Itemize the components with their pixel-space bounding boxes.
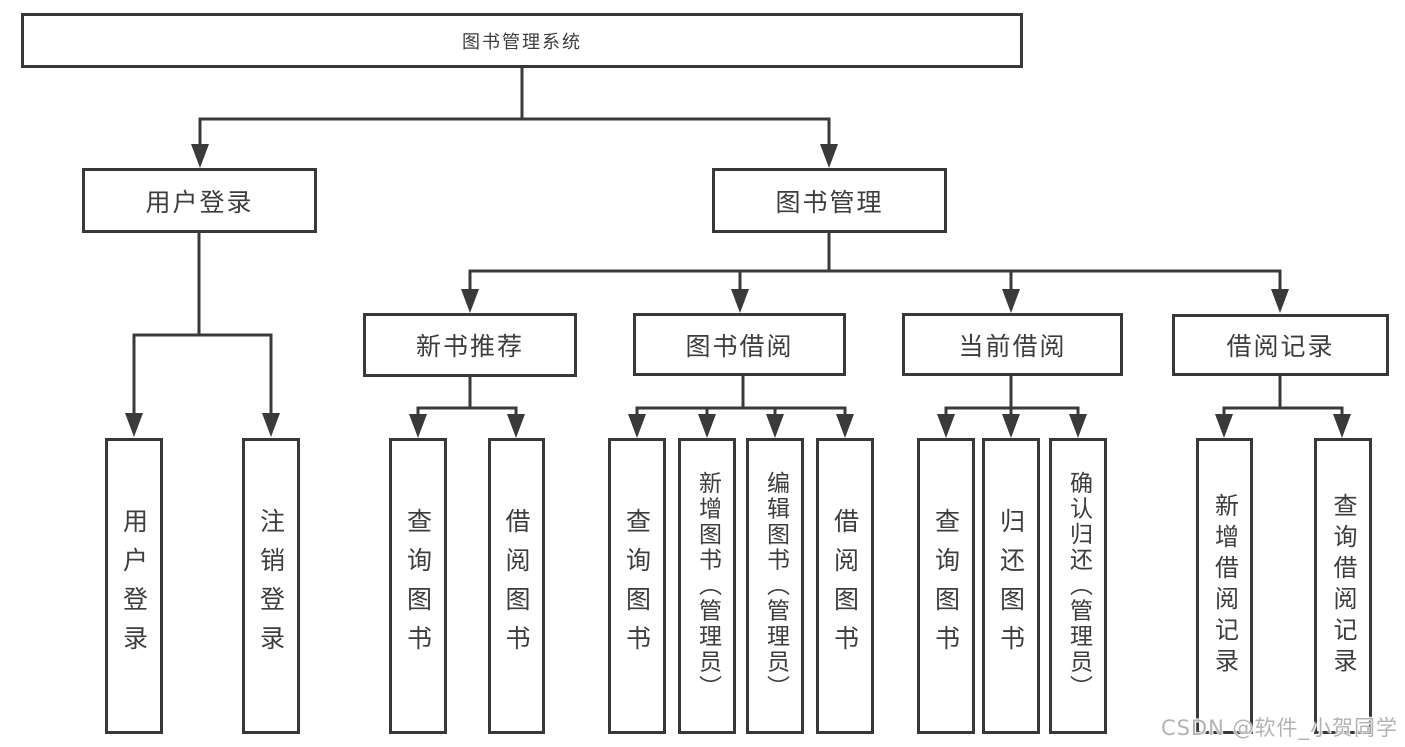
arrowhead-icon xyxy=(1271,289,1289,313)
leaf-add-books-admin: 新增图书（管理员） xyxy=(678,438,736,734)
arrowhead-icon xyxy=(836,414,854,438)
arrowhead-icon xyxy=(461,289,479,313)
leaf-label: 借阅图书 xyxy=(830,508,860,664)
leaf-user-login: 用户登录 xyxy=(105,438,163,734)
node-label: 用户登录 xyxy=(145,187,254,217)
node-label: 图书借阅 xyxy=(685,331,794,361)
leaf-logout: 注销登录 xyxy=(242,438,300,734)
arrowhead-icon xyxy=(628,414,646,438)
node-current-borrowing: 当前借阅 xyxy=(902,313,1123,376)
leaf-label: 借阅图书 xyxy=(502,508,531,664)
node-library-management-system: 图书管理系统 xyxy=(21,13,1023,68)
arrowhead-icon xyxy=(937,414,955,438)
leaf-borrow-books-recommend: 借阅图书 xyxy=(488,438,545,734)
leaf-label: 归还图书 xyxy=(996,508,1026,664)
leaf-add-borrow-record: 新增借阅记录 xyxy=(1196,438,1253,734)
leaf-query-books-recommend: 查询图书 xyxy=(389,438,447,734)
arrowhead-icon xyxy=(125,413,143,437)
arrowhead-icon xyxy=(820,144,838,168)
leaf-label: 用户登录 xyxy=(119,508,149,664)
node-label: 借阅记录 xyxy=(1226,332,1335,361)
node-label: 图书管理 xyxy=(775,187,884,217)
leaf-confirm-return-admin: 确认归还（管理员） xyxy=(1049,438,1107,734)
arrowhead-icon xyxy=(698,414,716,438)
leaf-query-borrow-record: 查询借阅记录 xyxy=(1314,438,1372,734)
arrowhead-icon xyxy=(1002,289,1020,313)
leaf-label: 查询图书 xyxy=(931,508,961,664)
arrowhead-icon xyxy=(1333,414,1351,438)
arrowhead-icon xyxy=(766,414,784,438)
node-book-borrowing: 图书借阅 xyxy=(633,313,846,376)
node-user-login: 用户登录 xyxy=(82,168,317,233)
leaf-label: 新增图书（管理员） xyxy=(694,471,721,701)
leaf-query-books-borrow: 查询图书 xyxy=(608,438,666,734)
arrowhead-icon xyxy=(409,414,427,438)
node-new-book-recommendation: 新书推荐 xyxy=(363,313,577,377)
arrowhead-icon xyxy=(191,144,209,168)
node-label: 当前借阅 xyxy=(958,331,1067,361)
leaf-label: 查询借阅记录 xyxy=(1329,493,1357,679)
leaf-label: 查询图书 xyxy=(622,508,652,664)
leaf-label: 注销登录 xyxy=(256,508,286,664)
arrowhead-icon xyxy=(731,289,749,313)
node-borrowing-records: 借阅记录 xyxy=(1172,314,1389,376)
leaf-label: 确认归还（管理员） xyxy=(1065,471,1092,701)
arrowhead-icon xyxy=(1069,414,1087,438)
arrowhead-icon xyxy=(1002,414,1020,438)
arrowhead-icon xyxy=(1215,414,1233,438)
leaf-return-books: 归还图书 xyxy=(982,438,1040,734)
leaf-query-books-current: 查询图书 xyxy=(917,438,975,734)
leaf-label: 编辑图书（管理员） xyxy=(762,471,789,701)
arrowhead-icon xyxy=(507,414,525,438)
leaf-borrow-books: 借阅图书 xyxy=(816,438,874,734)
node-book-management: 图书管理 xyxy=(712,168,947,233)
leaf-edit-books-admin: 编辑图书（管理员） xyxy=(746,438,804,734)
arrowhead-icon xyxy=(262,413,280,437)
leaf-label: 新增借阅记录 xyxy=(1210,493,1239,679)
node-label: 新书推荐 xyxy=(415,332,524,361)
leaf-label: 查询图书 xyxy=(403,508,433,664)
node-label: 图书管理系统 xyxy=(462,31,582,53)
